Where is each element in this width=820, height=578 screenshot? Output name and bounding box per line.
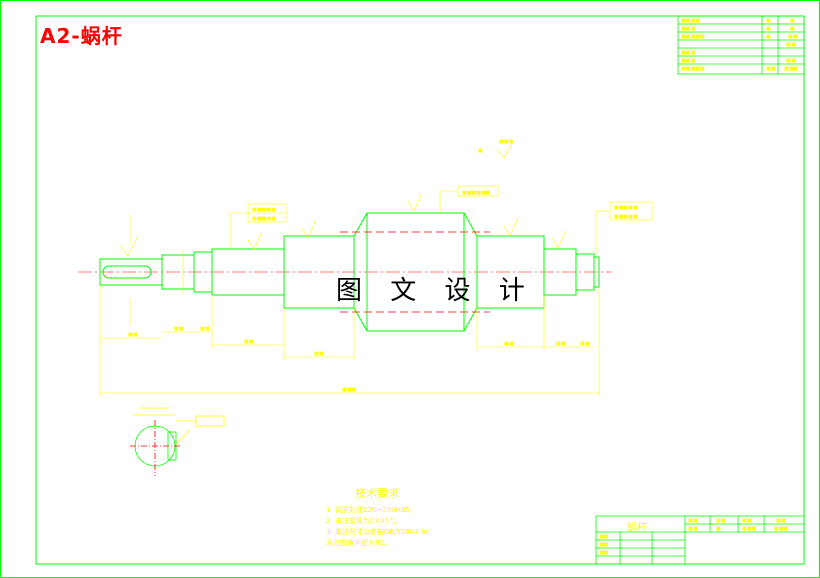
worm-parameter-table xyxy=(677,15,805,75)
svg-text:■■: ■■ xyxy=(314,351,324,357)
svg-text:■■■: ■■■ xyxy=(681,26,695,32)
svg-text:■■: ■■ xyxy=(786,58,796,64)
technical-requirements-title: 技术要求 xyxy=(355,487,399,500)
svg-text:■■: ■■ xyxy=(788,34,798,40)
svg-text:■■■■■: ■■■■■ xyxy=(252,216,276,222)
svg-text:■■: ■■ xyxy=(580,341,590,347)
title-block-placeholder-text: ■■■■■■■■ ■■■■■■■■■ ■■■■■■ xyxy=(599,518,788,556)
svg-text:■■: ■■ xyxy=(688,518,698,524)
technical-requirement-3: 3. 未注尺寸公差按GB/T1804-m； xyxy=(326,528,435,536)
svg-text:■■: ■■ xyxy=(599,534,609,540)
svg-text:■■: ■■ xyxy=(766,66,776,72)
svg-text:■■■: ■■■ xyxy=(774,526,788,532)
svg-text:■■■: ■■■ xyxy=(742,526,756,532)
svg-text:■■: ■■ xyxy=(504,341,514,347)
svg-text:■: ■ xyxy=(790,18,795,24)
svg-text:■: ■ xyxy=(766,34,771,40)
svg-text:■■■■■■: ■■■■■■ xyxy=(462,190,491,196)
svg-text:■: ■ xyxy=(766,18,771,24)
svg-text:■■: ■■ xyxy=(128,332,138,338)
technical-requirement-4: 未注圆角半径为R2。 xyxy=(326,539,392,547)
keyway-cross-section xyxy=(130,407,225,476)
svg-text:■■■■■: ■■■■■ xyxy=(614,205,638,211)
svg-text:■: ■ xyxy=(716,526,721,532)
svg-text:■■■: ■■■ xyxy=(681,58,695,64)
svg-text:■■: ■■ xyxy=(556,341,566,347)
svg-text:■■■■■: ■■■■■ xyxy=(614,214,638,220)
worm-thread-lines xyxy=(340,231,490,313)
dimension-values: ■■ ■■ ■■ ■■ ■■ ■■ ■■ ■■ ■■■ ■■■■■ ■■■■■ … xyxy=(128,139,638,393)
svg-text:■■■: ■■■ xyxy=(681,50,695,56)
svg-text:■■■: ■■■ xyxy=(784,66,798,72)
technical-requirement-1: 1. 调质处理220~250HBS； xyxy=(326,506,417,514)
svg-text:■■■: ■■■ xyxy=(499,139,513,145)
technical-requirement-2: 2. 未注倒角为2×45°； xyxy=(326,517,400,525)
svg-text:■■: ■■ xyxy=(174,326,184,332)
svg-text:■■: ■■ xyxy=(786,42,796,48)
svg-text:■■■■■: ■■■■■ xyxy=(681,66,705,72)
sheet-title: A2-蜗杆 xyxy=(40,24,123,48)
worm-shaft-outline xyxy=(99,212,600,332)
svg-text:■■■■■: ■■■■■ xyxy=(681,34,705,40)
title-block-part-name: 蜗杆 xyxy=(627,523,647,534)
svg-text:■■: ■■ xyxy=(716,518,726,524)
svg-text:■■: ■■ xyxy=(244,339,254,345)
inner-border xyxy=(35,15,805,565)
watermark-text: 图 文 设 计 xyxy=(336,276,535,306)
svg-text:■■■: ■■■ xyxy=(342,387,356,393)
svg-text:■■: ■■ xyxy=(599,550,609,556)
svg-text:■■■■: ■■■■ xyxy=(681,18,700,24)
svg-text:■■: ■■ xyxy=(200,326,210,332)
svg-text:■: ■ xyxy=(790,26,795,32)
svg-text:■■: ■■ xyxy=(599,542,609,548)
svg-text:■■: ■■ xyxy=(742,518,752,524)
svg-text:■: ■ xyxy=(478,148,483,154)
title-block xyxy=(595,515,805,565)
parameter-table-placeholder-text: ■■■■■■■■■■■■ ■■■■■■■■■■■ ■■■■■ ■■■■■■ ■■… xyxy=(681,18,798,72)
dimension-lines xyxy=(99,143,653,396)
svg-text:■■: ■■ xyxy=(688,526,698,532)
svg-text:■■■■■: ■■■■■ xyxy=(252,207,276,213)
svg-text:■: ■ xyxy=(766,26,771,32)
svg-text:■■: ■■ xyxy=(776,518,786,524)
